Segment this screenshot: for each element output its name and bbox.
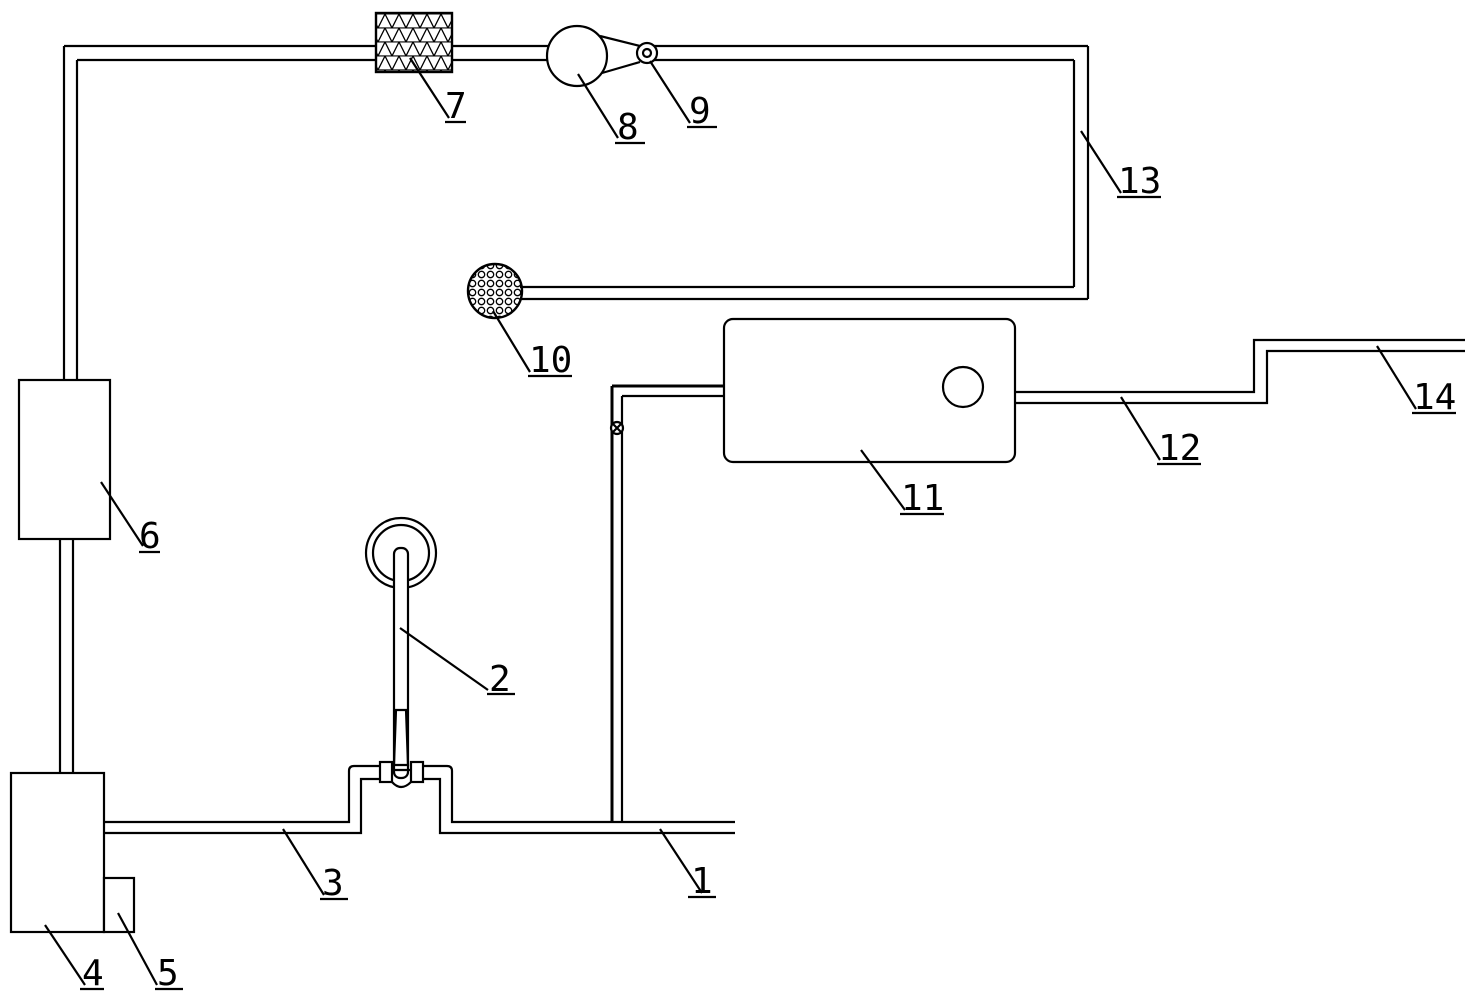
leader-lines: [44, 57, 1456, 991]
bottom-pipe: [104, 764, 735, 835]
label-12: 12: [1158, 428, 1201, 469]
return-pipe: [62, 44, 1090, 380]
label-3: 3: [322, 863, 344, 904]
sub-box: [102, 876, 136, 934]
label-1: 1: [691, 861, 713, 902]
label-14: 14: [1413, 377, 1456, 418]
spray-head: [466, 262, 524, 320]
label-6: 6: [139, 516, 161, 557]
main-unit: [722, 317, 1017, 464]
vertical-pipe-left: [58, 539, 75, 773]
label-10: 10: [529, 340, 572, 381]
label-7: 7: [445, 86, 467, 127]
pump-circle: [545, 24, 641, 88]
label-11: 11: [901, 478, 944, 519]
tank-box: [9, 771, 106, 934]
valve-small: [635, 41, 659, 65]
outlet-pipe: [1015, 338, 1465, 405]
label-4: 4: [82, 953, 104, 994]
label-5: 5: [157, 953, 179, 994]
label-9: 9: [689, 91, 711, 132]
label-8: 8: [617, 107, 639, 148]
lever-arm: [364, 516, 438, 789]
controller-box: [17, 378, 112, 541]
label-2: 2: [489, 659, 511, 700]
vertical-pipe-center: [609, 384, 724, 822]
label-13: 13: [1118, 161, 1161, 202]
